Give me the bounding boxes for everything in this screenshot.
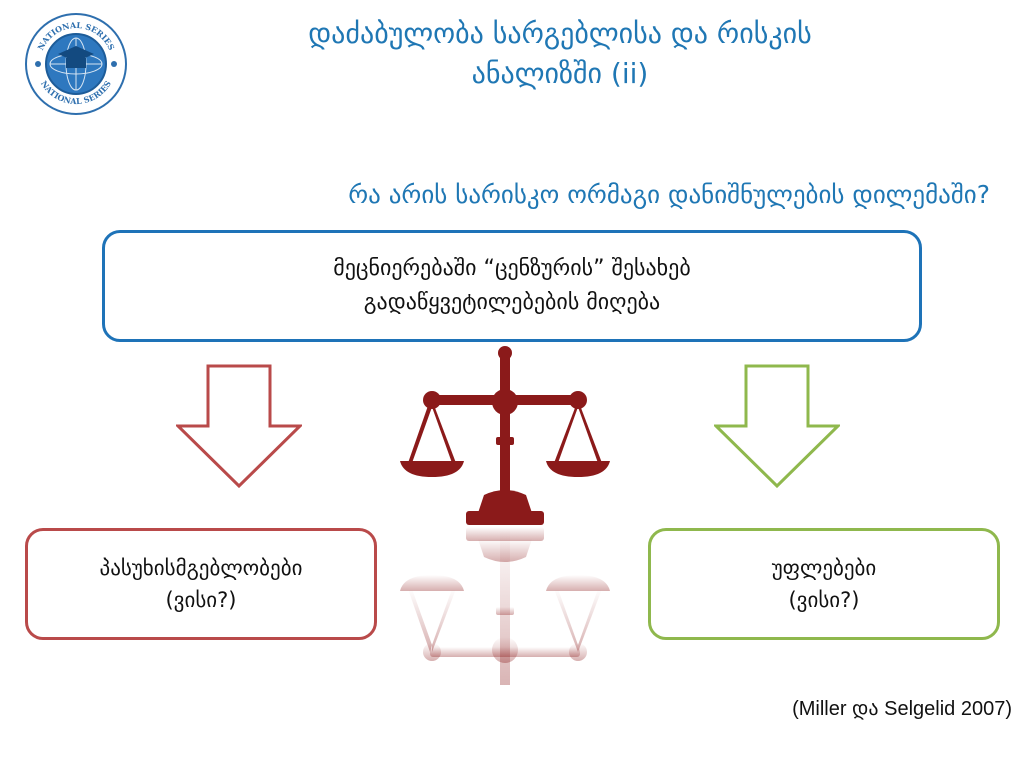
- left-down-arrow-icon: [176, 364, 302, 488]
- scales-of-justice-icon: [400, 346, 610, 685]
- responsibilities-question: (ვისი?): [165, 588, 237, 612]
- page-title-line-1: დაძაბულობა სარგებლისა და რისკის: [308, 17, 812, 50]
- citation: (Miller და Selgelid 2007): [792, 698, 1012, 720]
- rights-box: უფლებები (ვისი?): [648, 528, 1000, 640]
- top-decision-box: მეცნიერებაში “ცენზურის” შესახებ გადაწყვე…: [102, 230, 922, 342]
- page-title-line-2: ანალიზში (ii): [471, 57, 649, 90]
- responsibilities-label: პასუხისმგებლობები: [99, 556, 303, 580]
- rights-question: (ვისი?): [788, 588, 860, 612]
- page-title: დაძაბულობა სარგებლისა და რისკის ანალიზში…: [150, 14, 970, 94]
- top-box-line-2: გადაწყვეტილებების მიღება: [363, 290, 661, 315]
- right-down-arrow-icon: [714, 364, 840, 488]
- subtitle-question: რა არის სარისკო ორმაგი დანიშნულების დილე…: [348, 180, 990, 209]
- rights-label: უფლებები: [771, 556, 877, 580]
- top-box-line-1: მეცნიერებაში “ცენზურის” შესახებ: [333, 256, 691, 281]
- responsibilities-box: პასუხისმგებლობები (ვისი?): [25, 528, 377, 640]
- national-series-seal-icon: NATIONAL SERIES NATIONAL SERIES: [25, 13, 127, 115]
